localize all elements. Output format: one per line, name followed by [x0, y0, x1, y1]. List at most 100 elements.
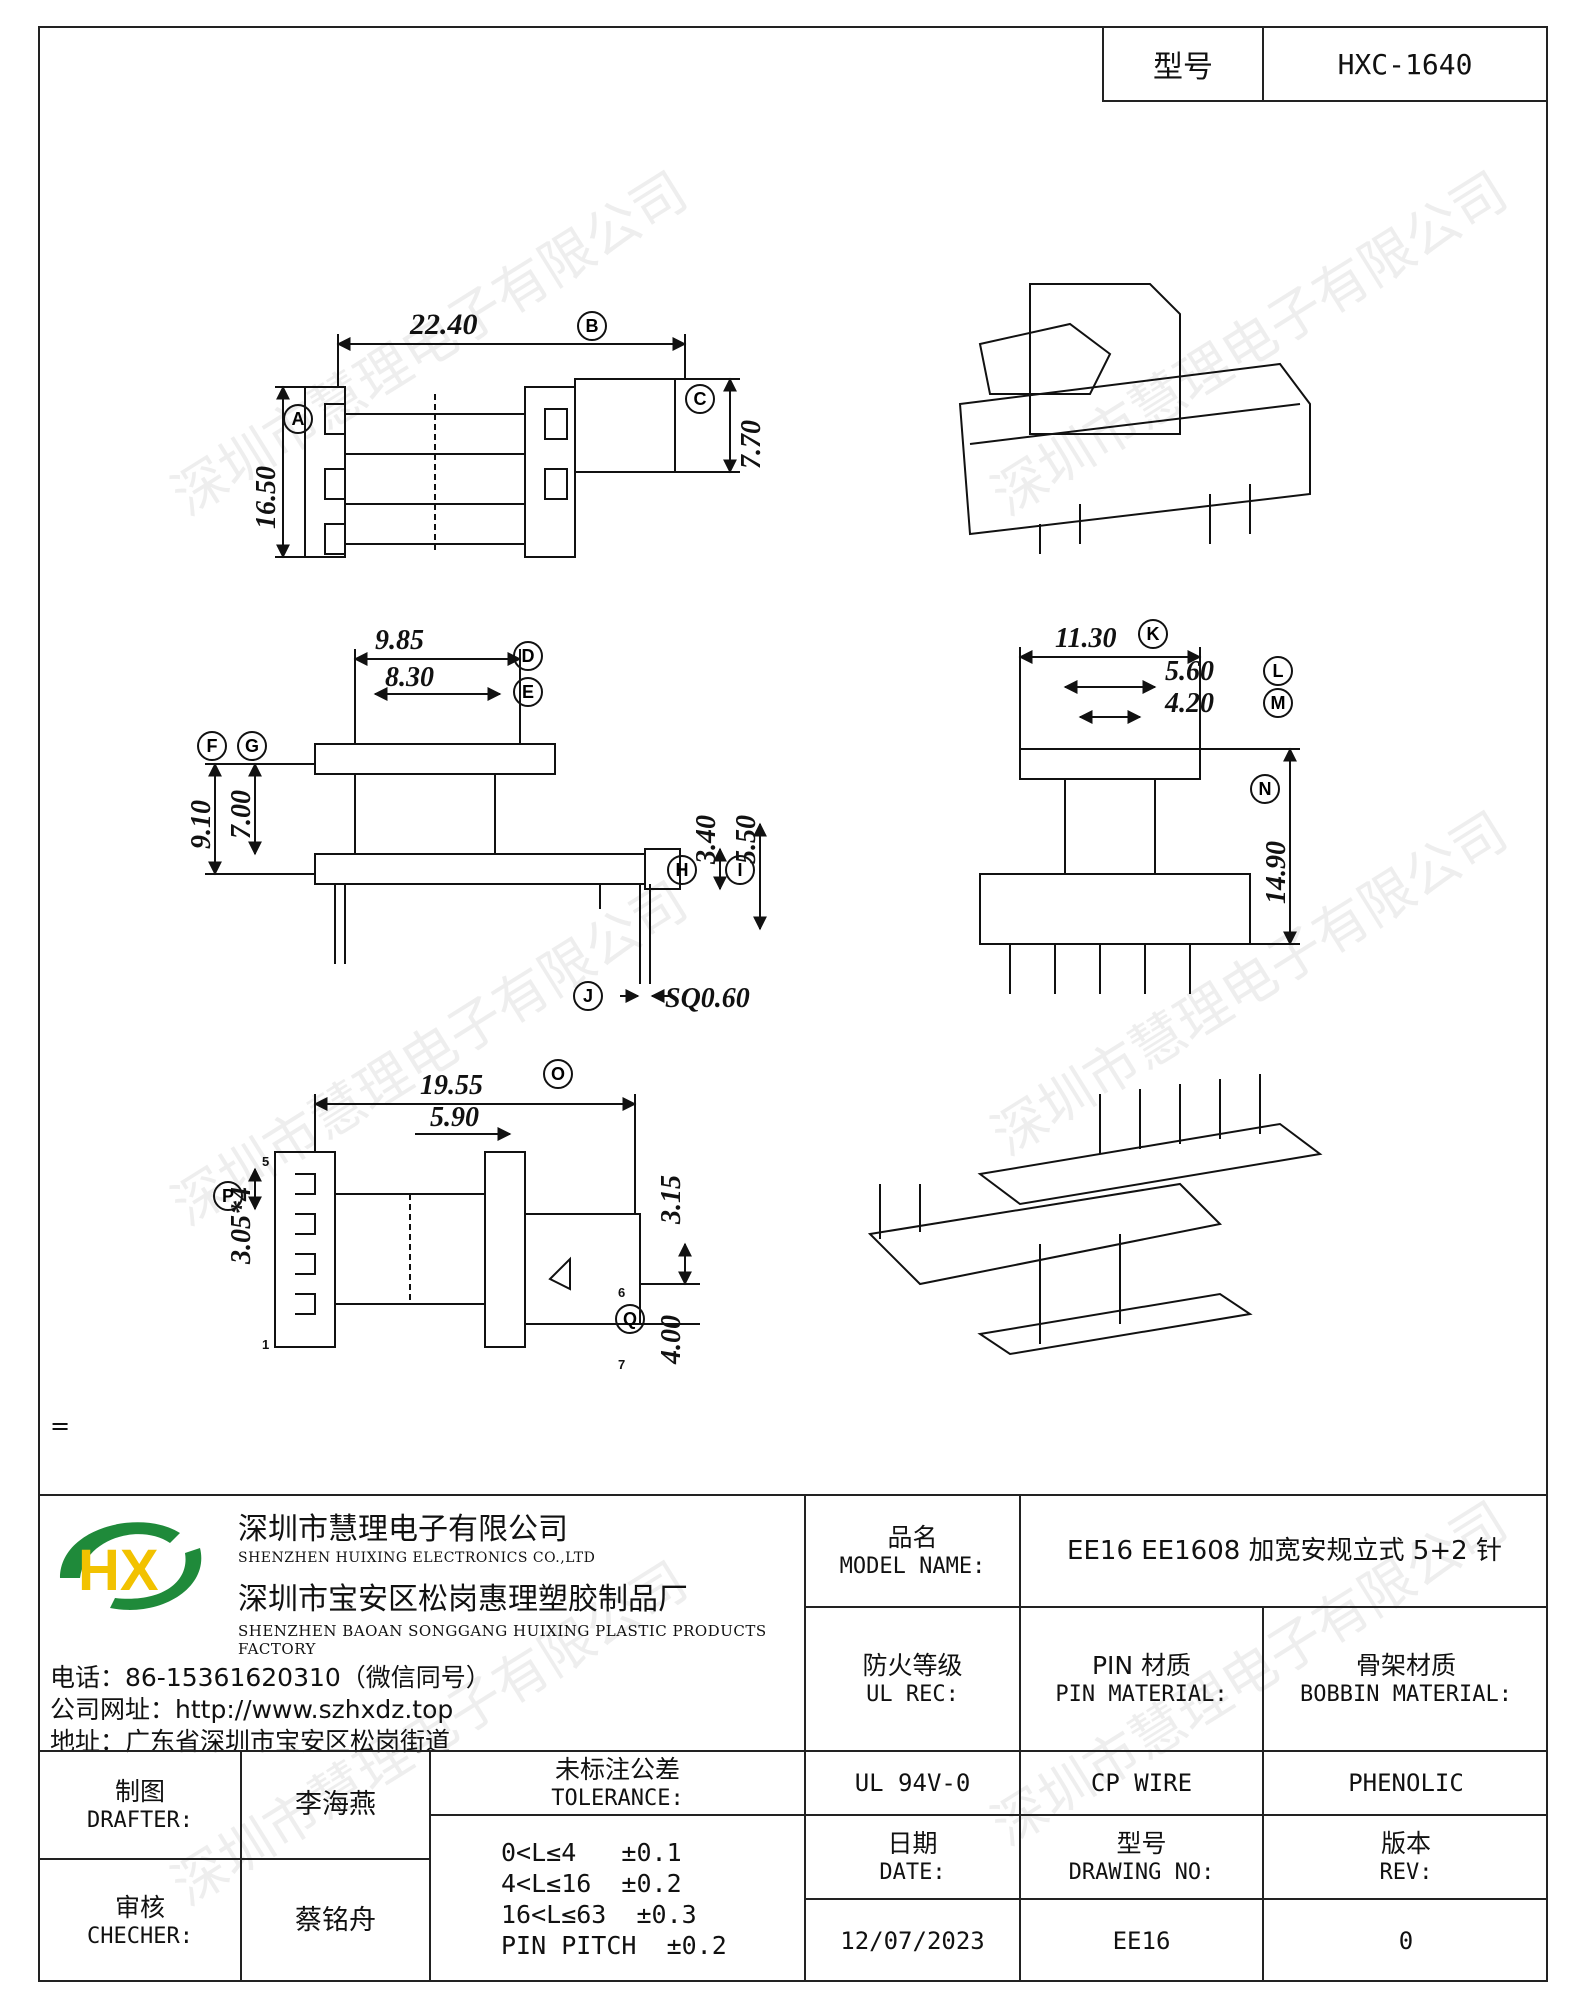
pin-number-7: 7: [618, 1357, 625, 1372]
model-name-value-text: EE16 EE1608 加宽安规立式 5+2 针: [1067, 1535, 1502, 1566]
title-block: [38, 1494, 1548, 1982]
dim-d-letter: D: [522, 646, 535, 666]
dim-b-value: 22.40: [409, 308, 478, 341]
tolerance-line: 0<L≤4 ±0.1: [501, 1837, 682, 1867]
dim-e-value: 8.30: [385, 662, 434, 693]
grid-line: [804, 1606, 1548, 1608]
company-logo: HX: [60, 1522, 202, 1610]
grid-line: [1262, 1606, 1264, 1982]
ul-label-cn: 防火等级: [862, 1650, 963, 1680]
model-box: 型号 HXC-1640: [1102, 26, 1548, 102]
company-name-cn: 深圳市慧理电子有限公司: [238, 1512, 568, 1547]
dim-m-value: 4.20: [1164, 688, 1214, 719]
dim-g-letter: G: [245, 736, 259, 756]
dim-f-letter: F: [207, 736, 218, 756]
drafter-label-cn: 制图: [114, 1776, 165, 1806]
rev-label-en: REV:: [1379, 1859, 1433, 1885]
dim-h-letter: H: [676, 860, 689, 880]
ul-value: UL 94V-0: [854, 1769, 971, 1797]
dim-l-value: 5.60: [1165, 656, 1214, 687]
grid-line: [804, 1814, 1548, 1816]
dim-i-letter: I: [737, 860, 742, 880]
dim-g-value: 7.00: [226, 790, 257, 839]
model-name-value: EE16 EE1608 加宽安规立式 5+2 针: [1021, 1496, 1548, 1606]
iso-view-top: [958, 283, 1311, 554]
pin-material-label: PIN 材质 PIN MATERIAL:: [1021, 1608, 1262, 1750]
grid-line: [804, 1898, 1548, 1900]
pin-label-cn: PIN 材质: [1091, 1650, 1192, 1680]
grid-line: [38, 1750, 1548, 1752]
bobbin-value: PHENOLIC: [1348, 1769, 1464, 1797]
front-view: [979, 647, 1300, 994]
dim-o-value: 19.55: [420, 1070, 483, 1101]
dim-o-letter: O: [551, 1064, 565, 1084]
dim-n-value: 14.90: [1261, 841, 1292, 904]
pin-number-5: 5: [262, 1154, 269, 1169]
grid-line: [804, 1494, 806, 1982]
checker-label-cn: 审核: [114, 1892, 165, 1922]
tolerance-list: 0<L≤4 ±0.1 4<L≤16 ±0.2 16<L≤63 ±0.3 PIN …: [431, 1816, 804, 1982]
grid-line: [240, 1750, 242, 1982]
rev-label-cn: 版本: [1380, 1828, 1431, 1858]
dim-d-value: 9.85: [375, 625, 424, 656]
dim-k-letter: K: [1147, 624, 1160, 644]
dim-b-letter: B: [586, 316, 599, 336]
dim-a-value: 16.50: [251, 466, 282, 529]
dim-q-letter: Q: [623, 1309, 637, 1329]
ul-label-en: UL REC:: [866, 1681, 959, 1707]
side-view: [205, 649, 767, 1003]
pin-label-en: PIN MATERIAL:: [1055, 1681, 1228, 1707]
rev-label: 版本 REV:: [1264, 1816, 1548, 1898]
checker-label: 审核 CHECHER:: [40, 1860, 240, 1982]
dim-q-value: 3.15: [656, 1175, 687, 1225]
model-name-label: 品名 MODEL NAME:: [806, 1496, 1019, 1606]
dim-c-letter: C: [694, 389, 707, 409]
model-value: HXC-1640: [1337, 47, 1473, 81]
dim-c-value: 7.70: [736, 420, 767, 469]
dim-a-letter: A: [292, 409, 305, 429]
company-website: 公司网址：http://www.szhxdz.top: [50, 1695, 454, 1724]
dim-j-value: SQ0.60: [665, 983, 750, 1014]
checker-label-en: CHECHER:: [87, 1923, 193, 1949]
grid-line: [38, 1858, 429, 1860]
pin-number-1: 1: [262, 1337, 269, 1352]
top-view: [275, 334, 740, 559]
company-name-en: SHENZHEN HUIXING ELECTRONICS CO.,LTD: [238, 1550, 596, 1566]
drafter-label-en: DRAFTER:: [87, 1807, 193, 1833]
model-label: 型号: [1104, 28, 1264, 100]
date-label-en: DATE:: [879, 1859, 946, 1885]
dim-o2-value: 5.90: [430, 1102, 479, 1133]
dim-l-letter: L: [1273, 661, 1284, 681]
factory-name-en: SHENZHEN BAOAN SONGGANG HUIXING PLASTIC …: [238, 1622, 767, 1658]
drawing-no-value: EE16: [1112, 1927, 1171, 1955]
ul-label: 防火等级 UL REC:: [806, 1608, 1019, 1750]
model-name-label-cn: 品名: [887, 1522, 938, 1552]
rev-value: 0: [1398, 1927, 1414, 1955]
tolerance-label: 未标注公差 TOLERANCE:: [431, 1752, 804, 1814]
bottom-view: [248, 1094, 700, 1348]
drawing-no-label: 型号 DRAWING NO:: [1021, 1816, 1262, 1898]
dim-e-letter: E: [522, 682, 534, 702]
checker-name: 蔡铭舟: [295, 1905, 376, 1937]
date-value: 12/07/2023: [840, 1927, 985, 1955]
dim-m-letter: M: [1271, 693, 1286, 713]
pin-number-6: 6: [618, 1285, 625, 1300]
technical-drawing: 22.40 16.50 7.70 9.85 8.30 9.10 7.00 3.4…: [186, 283, 1323, 1372]
bobbin-label-en: BOBBIN MATERIAL:: [1300, 1681, 1512, 1707]
tolerance-line: 16<L≤63 ±0.3: [501, 1900, 697, 1929]
model-name-label-en: MODEL NAME:: [839, 1553, 986, 1579]
drafter-label: 制图 DRAFTER:: [40, 1752, 240, 1858]
grid-line: [1019, 1494, 1021, 1982]
dim-f-value: 9.10: [186, 800, 217, 849]
tolerance-label-cn: 未标注公差: [554, 1754, 680, 1784]
factory-name-cn: 深圳市宝安区松岗惠理塑胶制品厂: [238, 1582, 688, 1617]
dim-h-value: 3.40: [691, 815, 722, 865]
date-label-cn: 日期: [887, 1828, 938, 1858]
drawing-no-label-cn: 型号: [1116, 1828, 1167, 1858]
bobbin-material-label: 骨架材质 BOBBIN MATERIAL:: [1264, 1608, 1548, 1750]
note-mark: =: [50, 1412, 71, 1440]
grid-line: [429, 1750, 431, 1982]
dim-p-letter: P: [222, 1186, 234, 1206]
tolerance-line: 4<L≤16 ±0.2: [501, 1868, 682, 1898]
dim-n-letter: N: [1259, 779, 1272, 799]
